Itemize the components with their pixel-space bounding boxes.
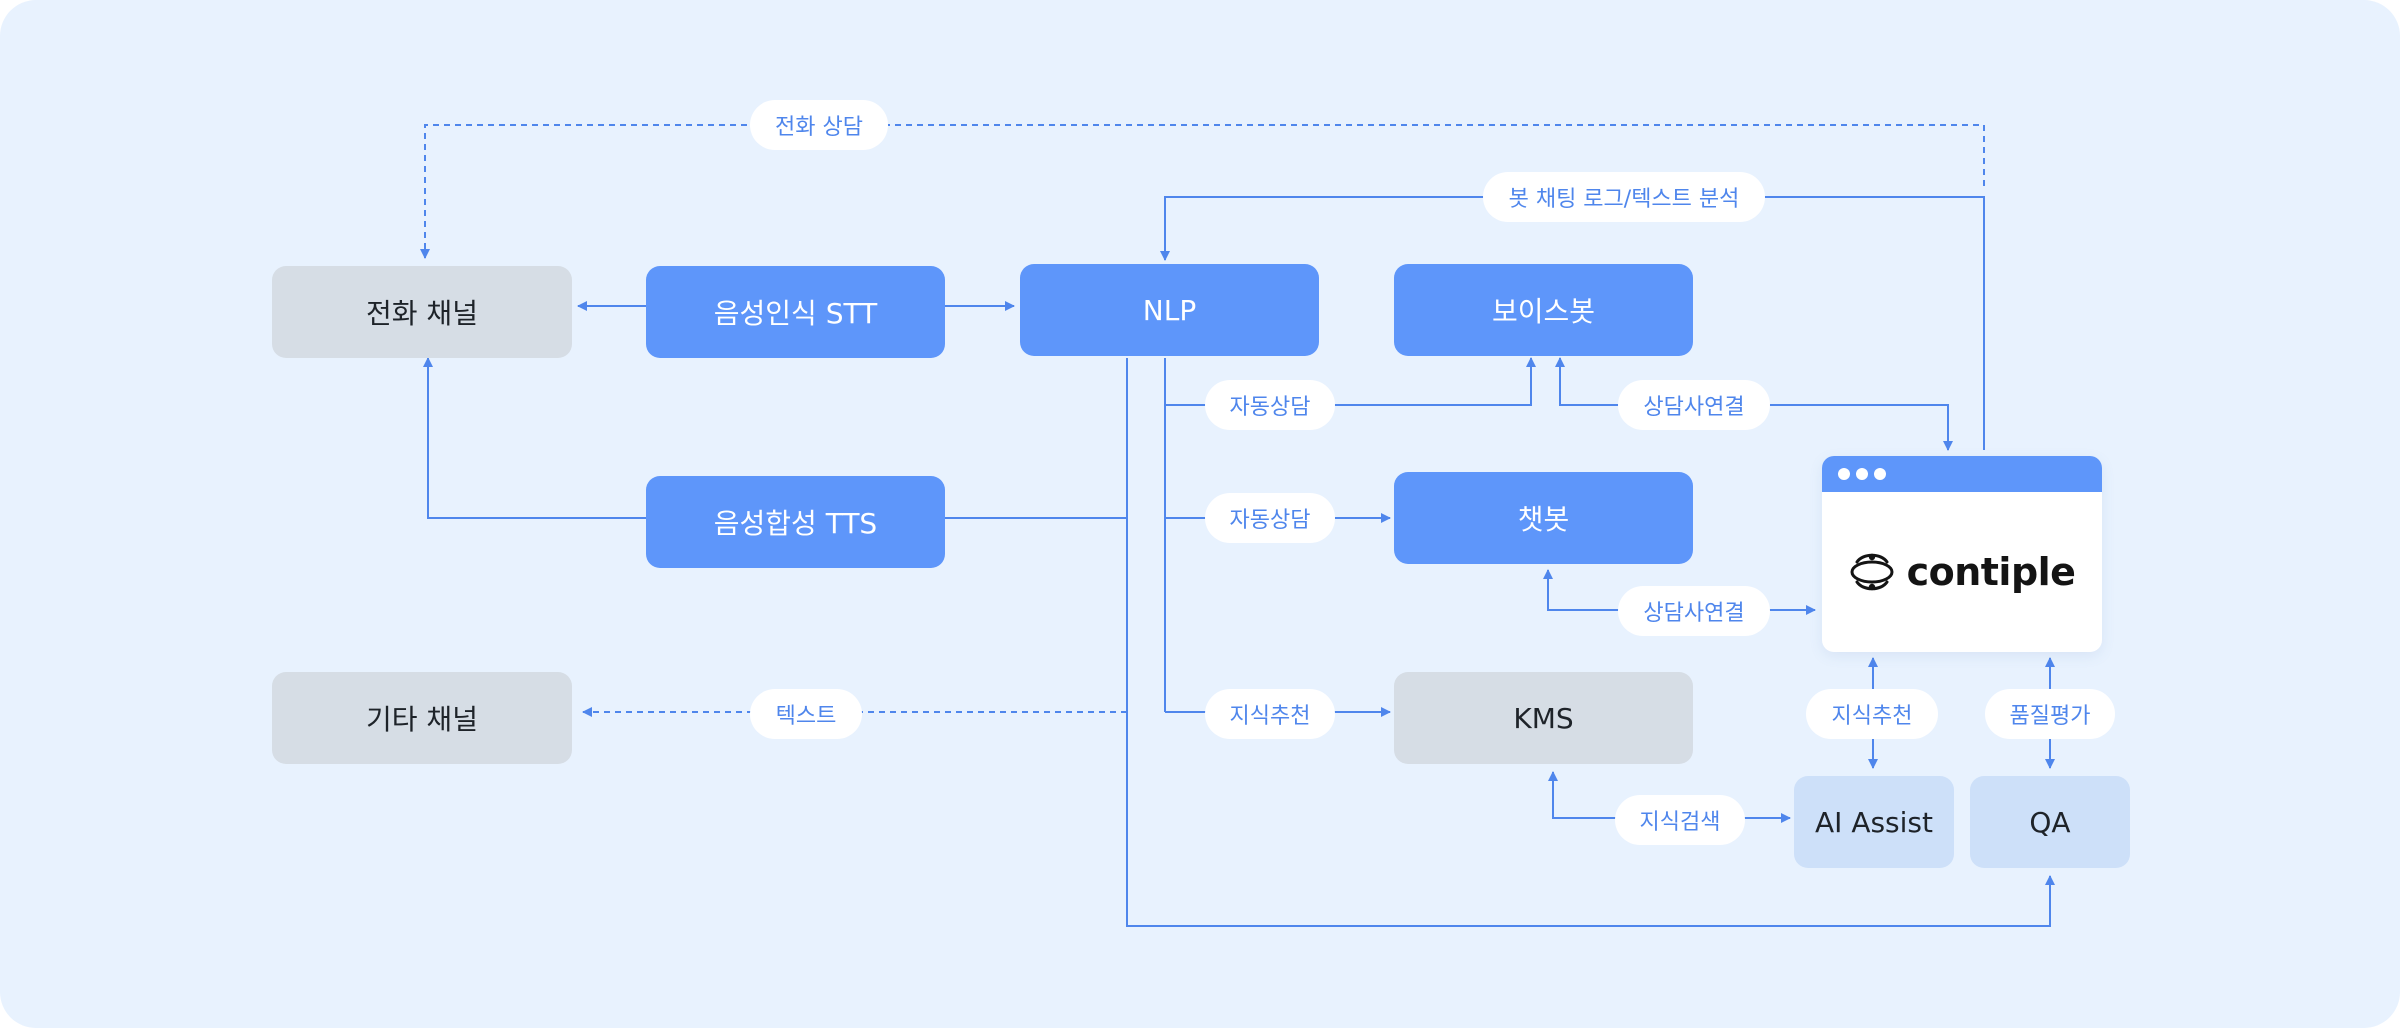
window-dot-icon <box>1838 468 1850 480</box>
ai-assist-node: AI Assist <box>1794 776 1954 868</box>
label-bot-log-analysis: 봇 채팅 로그/텍스트 분석 <box>1483 172 1765 222</box>
label-phone-consult: 전화 상담 <box>750 100 888 150</box>
line-nlp-to-qa <box>1126 358 2055 927</box>
qa-node: QA <box>1970 776 2130 868</box>
line-tts-to-phone <box>423 357 646 519</box>
tts-node: 음성합성 TTS <box>646 476 945 568</box>
voicebot-node: 보이스봇 <box>1394 264 1693 356</box>
contiple-logo-icon <box>1850 553 1894 591</box>
stt-node: 음성인식 STT <box>646 266 945 358</box>
label-knowledge-search: 지식검색 <box>1615 795 1745 845</box>
label-agent-connect-chat: 상담사연결 <box>1618 586 1770 636</box>
line-phone-consult <box>420 124 1985 259</box>
chatbot-node: 챗봇 <box>1394 472 1693 564</box>
label-agent-connect-voice: 상담사연결 <box>1618 380 1770 430</box>
label-knowledge-rec-kms: 지식추천 <box>1205 689 1335 739</box>
kms-node: KMS <box>1394 672 1693 764</box>
window-dot-icon <box>1874 468 1886 480</box>
nlp-node: NLP <box>1020 264 1319 356</box>
label-auto-consult-chat: 자동상담 <box>1205 493 1335 543</box>
phone-channel-node: 전화 채널 <box>272 266 572 358</box>
label-auto-consult-voice: 자동상담 <box>1205 380 1335 430</box>
window-body: contiple <box>1822 492 2102 652</box>
contiple-window: contiple <box>1822 456 2102 652</box>
contiple-wordmark: contiple <box>1906 550 2076 594</box>
label-quality-eval: 품질평가 <box>1985 689 2115 739</box>
window-dot-icon <box>1856 468 1868 480</box>
window-title-bar <box>1822 456 2102 492</box>
other-channel-node: 기타 채널 <box>272 672 572 764</box>
label-text: 텍스트 <box>750 689 862 739</box>
label-knowledge-rec-assist: 지식추천 <box>1806 689 1938 739</box>
